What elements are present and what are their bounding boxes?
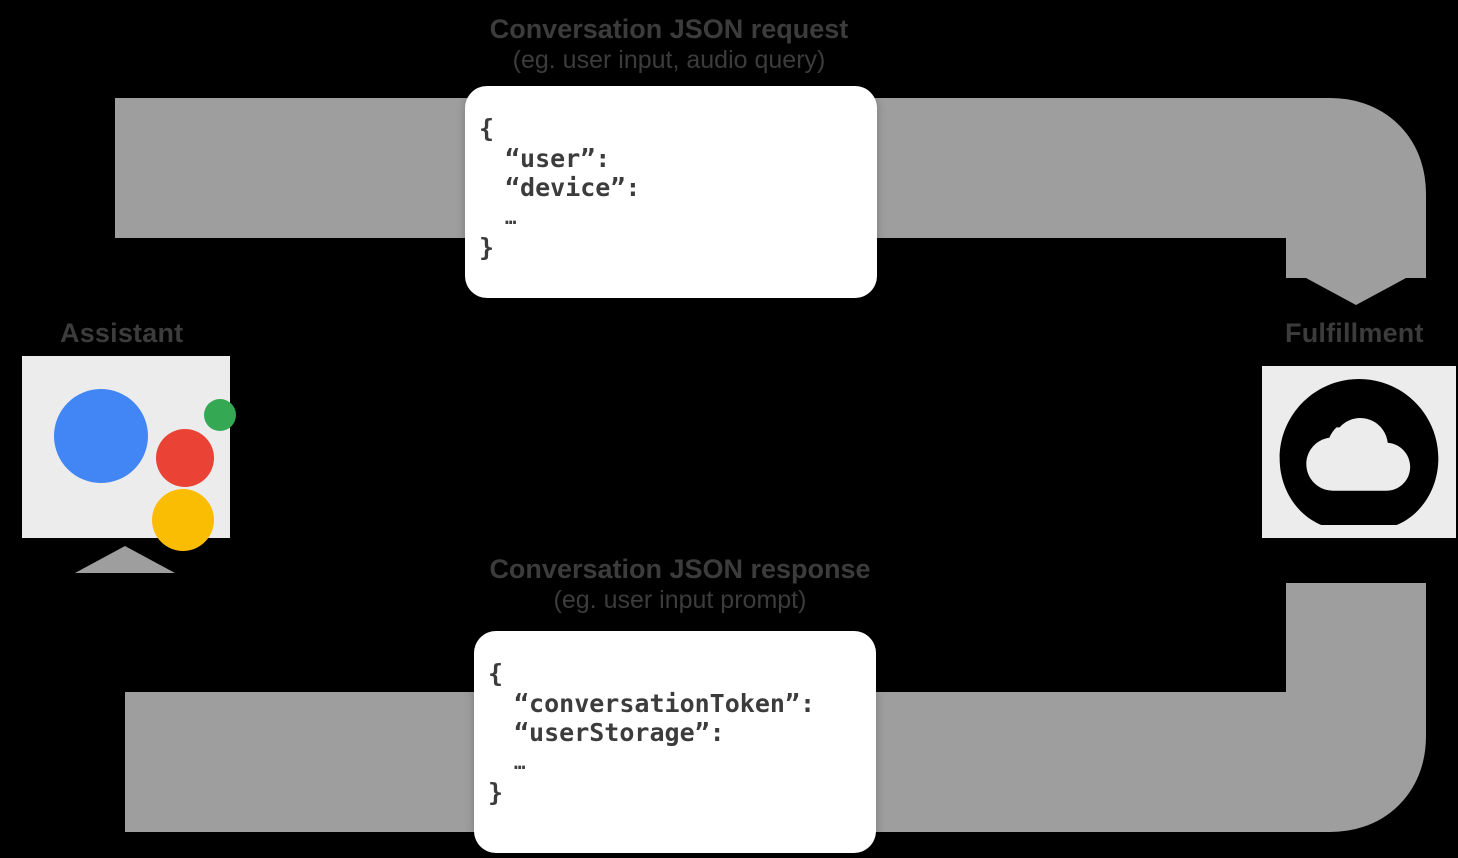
- request-json-card: { “user”: “device”: … }: [465, 86, 877, 298]
- request-flow-label: Conversation JSON request (eg. user inpu…: [429, 14, 909, 75]
- json-line: …: [514, 751, 526, 774]
- assistant-label: Assistant: [60, 318, 184, 348]
- request-flow-subtitle: (eg. user input, audio query): [512, 45, 826, 74]
- json-line: }: [479, 232, 495, 262]
- response-flow-subtitle: (eg. user input prompt): [553, 585, 807, 614]
- json-line: “conversationToken”:: [514, 688, 816, 718]
- response-flow-label: Conversation JSON response (eg. user inp…: [440, 554, 920, 615]
- assistant-dot-blue: [54, 389, 148, 483]
- json-line: “device”:: [505, 173, 641, 202]
- assistant-dot-green: [204, 399, 236, 431]
- json-line: …: [505, 206, 517, 229]
- response-json-card: { “conversationToken”: “userStorage”: … …: [474, 631, 876, 853]
- fulfillment-node[interactable]: [1262, 366, 1456, 538]
- fulfillment-label: Fulfillment: [1285, 318, 1424, 348]
- assistant-dot-yellow: [152, 489, 214, 551]
- request-flow-title: Conversation JSON request: [489, 14, 849, 44]
- response-flow-title: Conversation JSON response: [489, 554, 871, 584]
- json-line: {: [479, 114, 495, 143]
- cloud-icon: [1279, 379, 1439, 525]
- json-line: “user”:: [505, 143, 611, 173]
- assistant-dot-red: [156, 429, 214, 487]
- google-assistant-icon: [38, 371, 236, 551]
- json-line: }: [488, 777, 504, 807]
- json-line: {: [488, 659, 504, 688]
- json-line: “userStorage”:: [514, 718, 725, 747]
- assistant-node[interactable]: [22, 356, 236, 551]
